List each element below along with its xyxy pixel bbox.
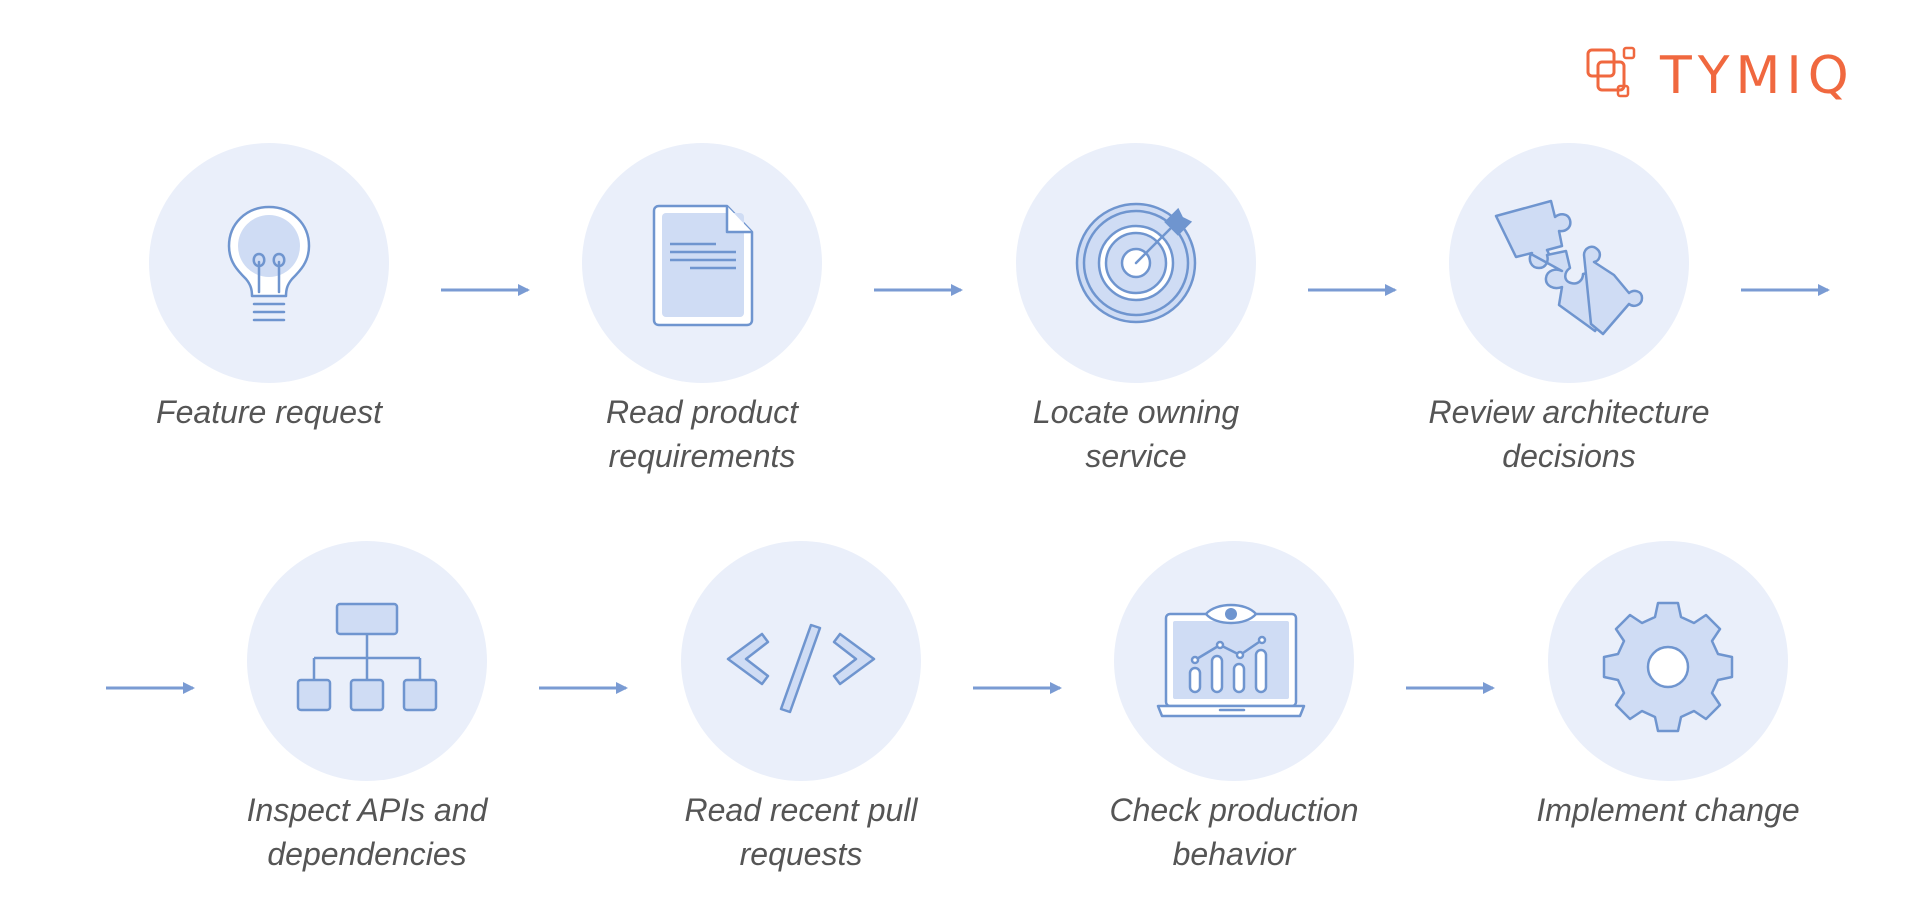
step-label-feature-request: Feature request (156, 394, 382, 430)
step-label-inspect-apis-dependencies: Inspect APIs and dependencies (246, 792, 488, 872)
step-label-read-recent-pull-requests: Read recent pull requests (684, 792, 918, 872)
lightbulb-icon (227, 205, 311, 322)
tymiq-logo: TYMIQ (1586, 46, 1855, 106)
gear-icon (1602, 601, 1734, 733)
step-label-review-architecture-decisions: Review architecture decisions (1428, 394, 1710, 474)
target-icon (1075, 202, 1197, 324)
hierarchy-icon (296, 602, 438, 712)
logo-mark-icon (1586, 46, 1636, 98)
code-icon (726, 623, 876, 714)
logo-wordmark: TYMIQ (1659, 46, 1855, 106)
step-label-implement-change: Implement change (1536, 792, 1800, 828)
step-label-locate-owning-service: Locate owning service (1032, 394, 1240, 474)
puzzle-icon (1494, 199, 1644, 336)
step-label-read-product-requirements: Read product requirements (605, 394, 799, 474)
step-label-check-production-behavior: Check production behavior (1109, 792, 1359, 872)
laptop-analytics-icon (1156, 603, 1306, 718)
document-icon (652, 204, 754, 327)
